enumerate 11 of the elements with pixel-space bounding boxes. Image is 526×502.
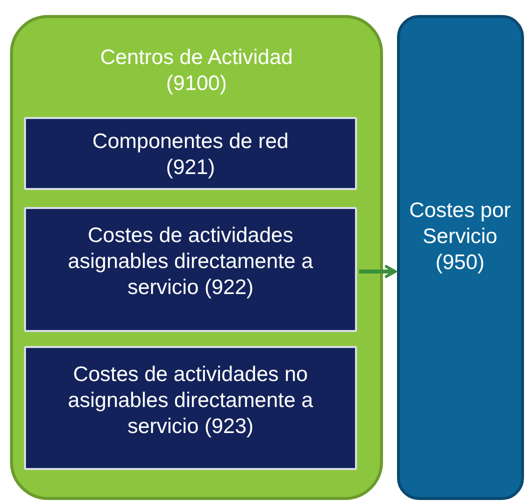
- account-box: [24, 207, 357, 332]
- result-panel: [397, 15, 524, 500]
- group-panel: [10, 15, 383, 500]
- account-label: Costes de actividades asignables directamente a servicio (922): [66, 223, 314, 301]
- arrow: [359, 264, 396, 278]
- account-box: [24, 117, 357, 190]
- account-label: Componentes de red (921): [91, 129, 290, 181]
- panel-title: Costes por Servicio (950): [408, 198, 512, 276]
- account-label: Costes de actividades no asignables directamente a servicio (923): [66, 362, 314, 440]
- panel-title: Centros de Actividad (9100): [99, 45, 294, 97]
- account-box: [24, 346, 357, 470]
